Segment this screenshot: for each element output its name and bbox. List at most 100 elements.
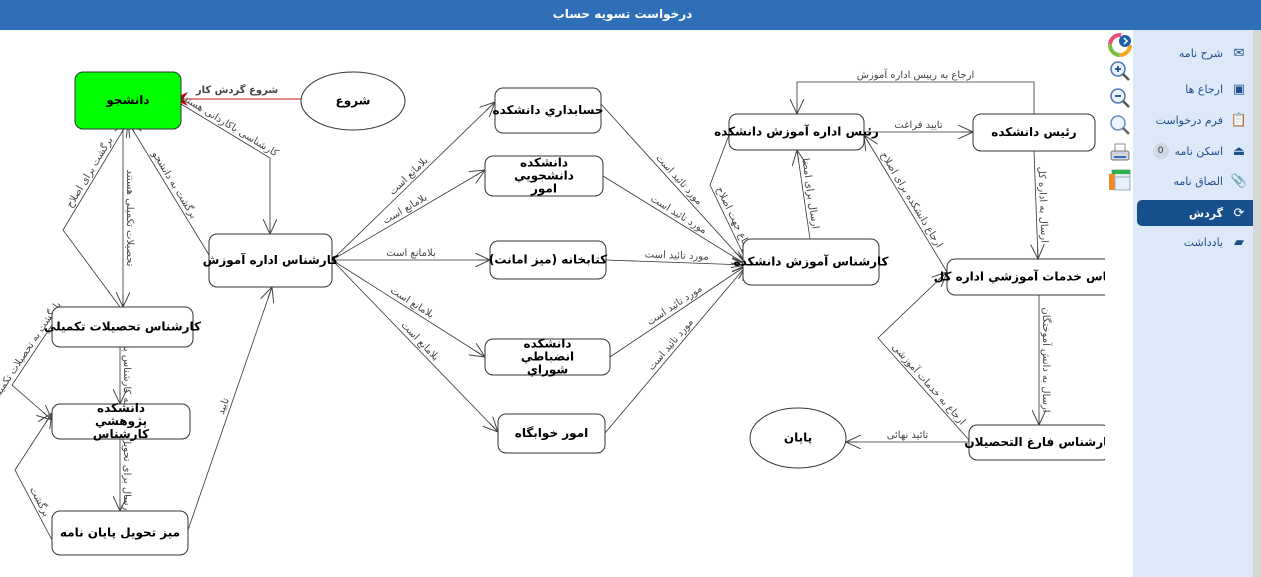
edge[interactable]: ارسال به اداره کل [1034,150,1050,259]
edge-line [128,122,210,256]
sidebar-item-note[interactable]: ▰یادداشت [1137,231,1247,253]
node-label: امور خوابگاه [515,426,589,441]
edge-label: کارشناسی باکاردانی هستند [178,92,280,160]
sidebar-item-label: یادداشت [1183,235,1223,249]
node-end[interactable]: پایان [749,407,847,469]
edge-label: ارجاع به رییس اداره آموزش [857,68,974,81]
node-label: شروع [336,94,371,109]
node-label: امور [530,182,557,197]
edge-label: ارسال برای امضا [799,157,820,229]
edge-line [331,259,485,357]
clipboard-icon: 📋 [1230,112,1248,128]
edge[interactable]: ارسال برای تحویل [120,437,132,513]
node-label: دانشجويي [514,169,574,184]
edge[interactable]: مورد تائید است [605,249,747,265]
header-corner [1245,0,1261,30]
edge[interactable]: بلامانع است [331,259,498,432]
sidebar-item-label: ارجاع ها [1185,82,1223,96]
node-grad-studies[interactable]: کارشناس تحصیلات تکمیلي [44,306,201,348]
edge[interactable]: تایید فراغت [864,120,973,132]
node-student[interactable]: دانشجو [74,71,182,130]
sidebar-item-label: اسکن نامه [1174,144,1223,158]
node-dorm[interactable]: امور خوابگاه [497,413,606,454]
envelope-icon: ✉ [1233,45,1245,61]
edge-line [331,102,495,261]
node-faculty-edu-expert[interactable]: کارشناس آموزش دانشکده [733,238,889,286]
edge-label: بلامانع است [388,285,436,321]
zoom-fit-button[interactable] [1107,113,1133,137]
edge[interactable]: بلامانع است [331,259,485,357]
node-label: کارشناس اداره آموزش [203,252,338,268]
node-label: کارشناس فارغ التحصیلان [964,435,1105,449]
edge-line [1034,150,1038,259]
zoom-in-icon [1110,61,1130,81]
edge[interactable]: ارسال به کارشناس پژوهشی [120,316,132,435]
edge-line [180,103,270,234]
edge[interactable]: ارسال برای امضا [797,150,821,240]
zoom-fit-icon [1110,115,1130,135]
node-label: دانشکده [524,337,572,351]
edge-label: ارسال به اداره کل [1036,166,1050,243]
edge[interactable]: شروع گردش کار [173,83,301,106]
edge-label: بلامانع است [381,192,429,227]
zoom-out-button[interactable] [1107,86,1133,110]
sidebar-item-request-form[interactable]: 📋 فرم درخواست [1137,109,1248,131]
edge[interactable]: ارجاع به رییس اداره آموزش [797,68,1035,114]
node-label: کارشناس تحصیلات تکمیلي [44,320,201,334]
sidebar-item-letter-description[interactable]: ✉شرح نامه [1137,42,1247,64]
node-label: دانشجو [105,93,149,108]
sidebar-item-workflow[interactable]: ⟳گردش [1137,200,1253,226]
edge-line [709,134,747,262]
edge-line [877,272,970,441]
node-general-services[interactable]: کارشناس خدمات آموزشي اداره کل [934,258,1105,296]
sidebar-item-attach-letter[interactable]: 📎الصاق نامه [1137,170,1247,192]
edge-line [797,150,811,240]
print-button[interactable] [1107,141,1133,165]
window-button[interactable] [1107,168,1133,192]
edge[interactable]: ارسال به دانش آموختگان [1039,295,1053,425]
edge-line [11,324,52,420]
node-graduates[interactable]: کارشناس فارغ التحصیلان [964,424,1105,461]
edge[interactable]: بلامانع است [332,248,490,260]
logo-button[interactable] [1107,33,1133,57]
edge[interactable]: برگشت برای اصلاح [62,122,128,308]
edge[interactable]: ارجاع به خدمات آموزشی [877,272,970,441]
edge[interactable]: برگشت به دانشجو [128,122,210,256]
sidebar-item-label: گردش [1188,206,1223,220]
edge[interactable]: تحصیلات تکمیلی هستند [123,129,135,307]
node-start[interactable]: شروع [300,71,406,131]
node-accounting[interactable]: حسابداري دانشکده [493,87,604,134]
scrollbar[interactable] [1253,30,1261,577]
node-edu-expert[interactable]: کارشناس اداره آموزش [203,233,338,288]
edge-label: ارجاع به خدمات آموزشی [889,341,968,428]
node-edu-head[interactable]: رئیس اداره آموزش دانشکده [714,113,879,151]
window-icon [1109,169,1131,191]
print-icon [1110,143,1130,161]
edge-label: تایید [216,396,232,416]
edge[interactable]: تائید نهائی [846,430,969,442]
sidebar-item-label: الصاق نامه [1173,174,1223,188]
node-thesis-desk[interactable]: میز تحویل پایان نامه [51,510,189,556]
node-dean[interactable]: رئیس دانشکده [972,113,1096,152]
edge-line [331,170,485,261]
edge[interactable]: برگشت [14,413,52,541]
node-library[interactable]: کتابخانه (میز امانت) [489,240,607,280]
sidebar: ✉شرح نامه ▣ارجاع ها 📋 فرم درخواست ⏏اسکن ن… [1133,30,1253,577]
zoom-in-button[interactable] [1107,59,1133,83]
edge-line [187,287,272,531]
edge-label: ارسال برای تحویل [121,437,132,513]
sidebar-item-label: فرم درخواست [1155,113,1223,127]
edge[interactable]: تایید [187,287,272,531]
sidebar-item-referrals[interactable]: ▣ارجاع ها [1137,78,1247,100]
node-label: پایان [784,431,812,445]
edge[interactable]: مورد تائید است [604,265,747,434]
node-label: میز تحویل پایان نامه [60,526,180,541]
nodes-layer: دانشجو شروع کارشناس اداره آموزش حسابداري دا… [44,71,1105,556]
edge-line [62,122,128,308]
